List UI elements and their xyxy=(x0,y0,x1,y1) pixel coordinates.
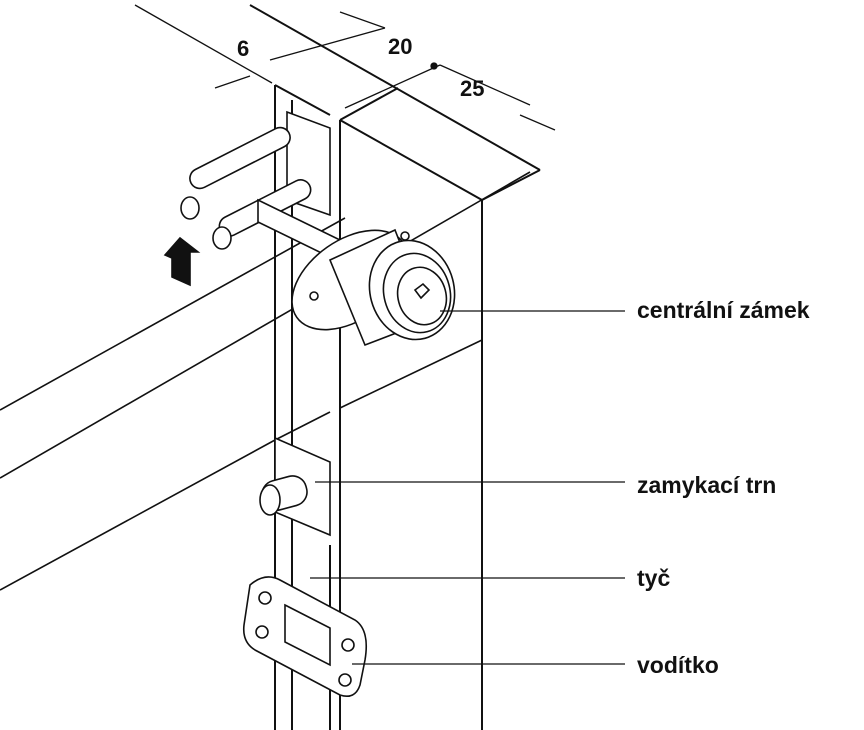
drawer-front xyxy=(0,171,531,591)
label-rod: tyč xyxy=(637,565,671,591)
leader-lines xyxy=(310,310,625,665)
connector-plate xyxy=(180,110,341,264)
label-guide: vodítko xyxy=(637,652,719,678)
locking-pin xyxy=(259,436,331,537)
guide-plate xyxy=(242,576,368,698)
label-locking-pin: zamykací trn xyxy=(637,472,777,498)
central-lock xyxy=(291,228,456,347)
dimension-25: 25 xyxy=(460,76,485,101)
up-arrow-icon xyxy=(163,236,201,287)
label-central-lock: centrální zámek xyxy=(637,297,810,323)
dimension-6: 6 xyxy=(237,36,250,61)
dimension-lines xyxy=(134,4,556,131)
dimension-20: 20 xyxy=(388,34,413,59)
